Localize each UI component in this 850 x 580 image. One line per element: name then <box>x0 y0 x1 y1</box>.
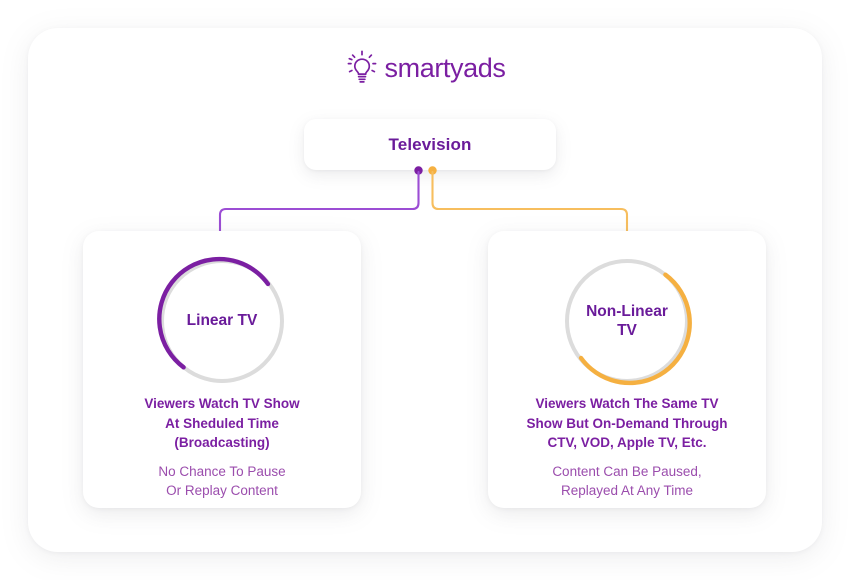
card-text-non-linear-tv: Viewers Watch The Same TV Show But On-De… <box>488 394 766 500</box>
card-title-linear-tv: Viewers Watch TV Show At Sheduled Time (… <box>144 396 300 451</box>
card-linear-tv[interactable]: Linear TV Viewers Watch TV Show At Shedu… <box>83 231 361 508</box>
ring-icon <box>565 259 692 386</box>
brand-logo: smartyads <box>0 44 850 92</box>
card-title-non-linear-tv: Viewers Watch The Same TV Show But On-De… <box>526 396 728 451</box>
node-television[interactable]: Television <box>304 119 556 170</box>
node-television-label: Television <box>388 134 472 154</box>
card-subtitle-non-linear-tv: Content Can Be Paused, Replayed At Any T… <box>552 463 702 498</box>
progress-ring-non-linear-tv: Non-Linear TV <box>562 256 692 386</box>
card-subtitle-linear-tv: No Chance To Pause Or Replay Content <box>158 463 286 498</box>
lightbulb-icon <box>345 50 379 86</box>
progress-ring-linear-tv: Linear TV <box>157 256 287 386</box>
ring-label-non-linear-tv: Non-Linear TV <box>586 302 668 339</box>
ring-label-linear-tv: Linear TV <box>186 312 258 330</box>
card-non-linear-tv[interactable]: Non-Linear TV Viewers Watch The Same TV … <box>488 231 766 508</box>
brand-name: smartyads <box>384 52 506 83</box>
ring-icon <box>157 256 284 383</box>
card-text-linear-tv: Viewers Watch TV Show At Sheduled Time (… <box>83 394 361 500</box>
